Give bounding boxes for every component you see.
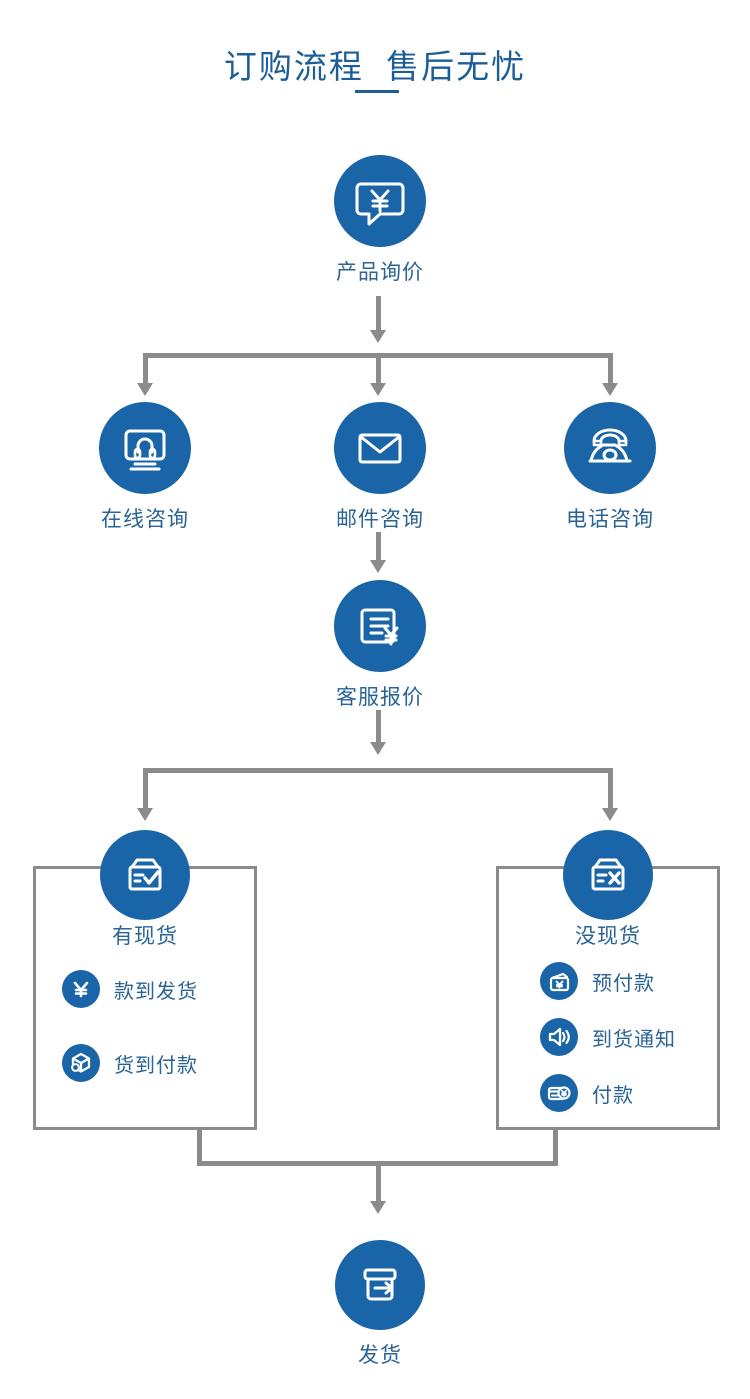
connector-split-right-drop bbox=[608, 353, 613, 383]
node-product-inquiry[interactable]: 产品询价 bbox=[305, 155, 455, 286]
page-title: 订购流程 售后无忧 bbox=[223, 48, 527, 85]
package-cube-icon bbox=[62, 1044, 100, 1082]
speech-bubble-yuan-icon bbox=[334, 155, 426, 247]
branch-options-in-stock: 款到发货 货到付款 bbox=[62, 970, 257, 1082]
arrow-branch-down-icon bbox=[370, 742, 386, 755]
option-label: 款到发货 bbox=[114, 980, 198, 1003]
connector-vertical-start bbox=[376, 296, 381, 330]
monitor-headset-icon bbox=[99, 402, 191, 494]
document-yuan-icon bbox=[334, 580, 426, 672]
arrow-channel-right-icon bbox=[602, 383, 618, 396]
node-out-of-stock[interactable] bbox=[563, 830, 653, 920]
node-label: 产品询价 bbox=[336, 261, 424, 284]
yuan-icon bbox=[62, 970, 100, 1008]
node-label: 邮件咨询 bbox=[336, 508, 424, 531]
connector-branch-left-drop bbox=[143, 768, 148, 808]
branch-title-in-stock: 有现货 bbox=[112, 925, 178, 948]
branch-title-out-of-stock: 没现货 bbox=[575, 925, 641, 948]
branch-options-out-of-stock: 预付款 到货通知 bbox=[540, 962, 720, 1112]
box-arrow-out-icon bbox=[335, 1240, 425, 1330]
connector-merge-right-drop bbox=[553, 1130, 558, 1166]
arrow-channel-mid-icon bbox=[370, 383, 386, 396]
title-underline-accent bbox=[355, 90, 399, 93]
connector-branch-bar bbox=[143, 768, 613, 773]
envelope-icon bbox=[334, 402, 426, 494]
node-online-consultation[interactable]: 在线咨询 bbox=[70, 402, 220, 533]
connector-merge-to-ship bbox=[376, 1161, 381, 1201]
connector-branch-right-drop bbox=[608, 768, 613, 808]
option-label: 货到付款 bbox=[114, 1054, 198, 1077]
node-shipment[interactable]: 发货 bbox=[305, 1240, 455, 1369]
arrow-branch-left-icon bbox=[137, 808, 153, 821]
option-label: 预付款 bbox=[592, 972, 655, 995]
node-email-consultation[interactable]: 邮件咨询 bbox=[305, 402, 455, 533]
node-in-stock[interactable] bbox=[100, 830, 190, 920]
node-service-quote[interactable]: 客服报价 bbox=[305, 580, 455, 711]
option-payment-before-shipping[interactable]: 款到发货 bbox=[62, 970, 257, 1008]
node-label: 在线咨询 bbox=[101, 508, 189, 531]
node-label: 客服报价 bbox=[336, 686, 424, 709]
connector-quote-down bbox=[376, 710, 381, 742]
connector-email-to-quote bbox=[376, 532, 381, 560]
telephone-icon bbox=[564, 402, 656, 494]
option-arrival-notice[interactable]: 到货通知 bbox=[540, 1018, 720, 1056]
arrow-branch-right-icon bbox=[602, 808, 618, 821]
option-label: 付款 bbox=[592, 1084, 634, 1107]
arrow-quote-down-icon bbox=[370, 560, 386, 573]
connector-split-left-drop bbox=[143, 353, 148, 383]
connector-merge-left-drop bbox=[197, 1130, 202, 1166]
arrow-ship-down-icon bbox=[370, 1201, 386, 1214]
connector-split-mid-drop bbox=[376, 353, 381, 383]
arrow-channel-left-icon bbox=[137, 383, 153, 396]
box-check-icon bbox=[100, 830, 190, 920]
wallet-yuan-icon bbox=[540, 962, 578, 1000]
option-cash-on-delivery[interactable]: 货到付款 bbox=[62, 1044, 257, 1082]
option-label: 到货通知 bbox=[592, 1028, 676, 1051]
arrow-start-down-icon bbox=[370, 330, 386, 343]
node-phone-consultation[interactable]: 电话咨询 bbox=[535, 402, 685, 533]
node-label: 电话咨询 bbox=[566, 508, 654, 531]
option-prepayment[interactable]: 预付款 bbox=[540, 962, 720, 1000]
speaker-icon bbox=[540, 1018, 578, 1056]
card-yuan-icon bbox=[540, 1074, 578, 1112]
box-cross-icon bbox=[563, 830, 653, 920]
node-label: 发货 bbox=[358, 1344, 402, 1367]
option-payment[interactable]: 付款 bbox=[540, 1074, 720, 1112]
